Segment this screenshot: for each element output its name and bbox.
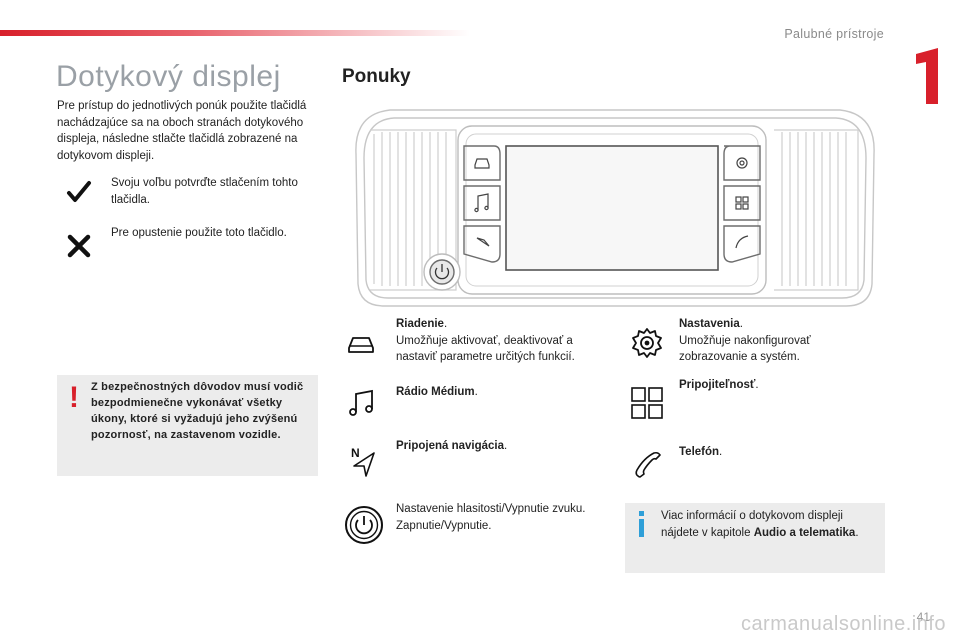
menu-radio: Rádio Médium. bbox=[396, 386, 478, 398]
section-title: Ponuky bbox=[342, 66, 411, 87]
menu-phone: Telefón. bbox=[679, 446, 723, 458]
checkmark-icon bbox=[67, 181, 91, 202]
navigation-letter: N bbox=[351, 446, 360, 460]
menu-settings-label: Nastavenia bbox=[679, 318, 740, 330]
info-icon bbox=[639, 511, 644, 537]
intro-paragraph: Pre prístup do jednotlivých ponúk použit… bbox=[57, 100, 307, 162]
menu-radio-label: Rádio Médium bbox=[396, 386, 475, 398]
menu-volume-desc1: Nastavenie hlasitosti/Vypnutie zvuku. bbox=[396, 503, 586, 515]
menu-settings: Nastavenia. Umožňuje nakonfigurovať zobr… bbox=[679, 318, 811, 364]
power-icon bbox=[345, 506, 383, 544]
chapter-number: 1 bbox=[906, 46, 938, 104]
header-red-bar bbox=[0, 30, 470, 36]
music-note-icon bbox=[349, 389, 373, 416]
running-head: Palubné prístroje bbox=[784, 27, 884, 41]
menu-settings-desc: Umožňuje nakonfigurovať zobrazovanie a s… bbox=[679, 334, 811, 364]
info-text: Viac informácií o dotykovom displeji náj… bbox=[661, 510, 859, 539]
watermark: carmanualsonline.info bbox=[740, 613, 946, 635]
menu-navigation: Pripojená navigácia. bbox=[396, 440, 508, 452]
page-title: Dotykový displej bbox=[56, 60, 281, 93]
menu-volume-desc2: Zapnutie/Vypnutie. bbox=[396, 519, 492, 532]
warning-box: ! Z bezpečnostných dôvodov musí vodič be… bbox=[57, 375, 318, 476]
menu-phone-label: Telefón bbox=[679, 446, 720, 458]
cancel-text: Pre opustenie použite toto tlačidlo. bbox=[111, 227, 287, 239]
page-number: 41 bbox=[916, 610, 930, 624]
menu-connect-label: Pripojiteľnosť bbox=[679, 379, 756, 391]
info-chapter-ref: Audio a telematika bbox=[753, 526, 856, 539]
settings-icon bbox=[632, 328, 662, 358]
confirm-text: Svoju voľbu potvrďte stlačením tohto tla… bbox=[111, 177, 298, 206]
warning-icon: ! bbox=[69, 381, 79, 414]
menu-navigation-label: Pripojená navigácia bbox=[396, 440, 505, 452]
menu-driving-label: Riadenie bbox=[396, 318, 444, 330]
navigation-icon: N bbox=[351, 446, 375, 477]
phone-icon bbox=[635, 451, 661, 478]
info-box: Viac informácií o dotykovom displeji náj… bbox=[625, 503, 885, 573]
menu-volume: Nastavenie hlasitosti/Vypnutie zvuku. Za… bbox=[396, 501, 611, 534]
chapter-number-text: 1 bbox=[906, 46, 915, 50]
close-icon bbox=[67, 234, 91, 258]
menu-driving: Riadenie. Umožňuje aktivovať, deaktivova… bbox=[396, 318, 575, 364]
dashboard-illustration bbox=[355, 109, 875, 307]
menu-driving-desc: Umožňuje aktivovať, deaktivovať a nastav… bbox=[396, 334, 575, 364]
warning-text: Z bezpečnostných dôvodov musí vodič bezp… bbox=[91, 381, 304, 441]
grid-icon bbox=[631, 387, 663, 419]
car-icon bbox=[348, 337, 374, 353]
menu-connect: Pripojiteľnosť. bbox=[679, 379, 759, 391]
